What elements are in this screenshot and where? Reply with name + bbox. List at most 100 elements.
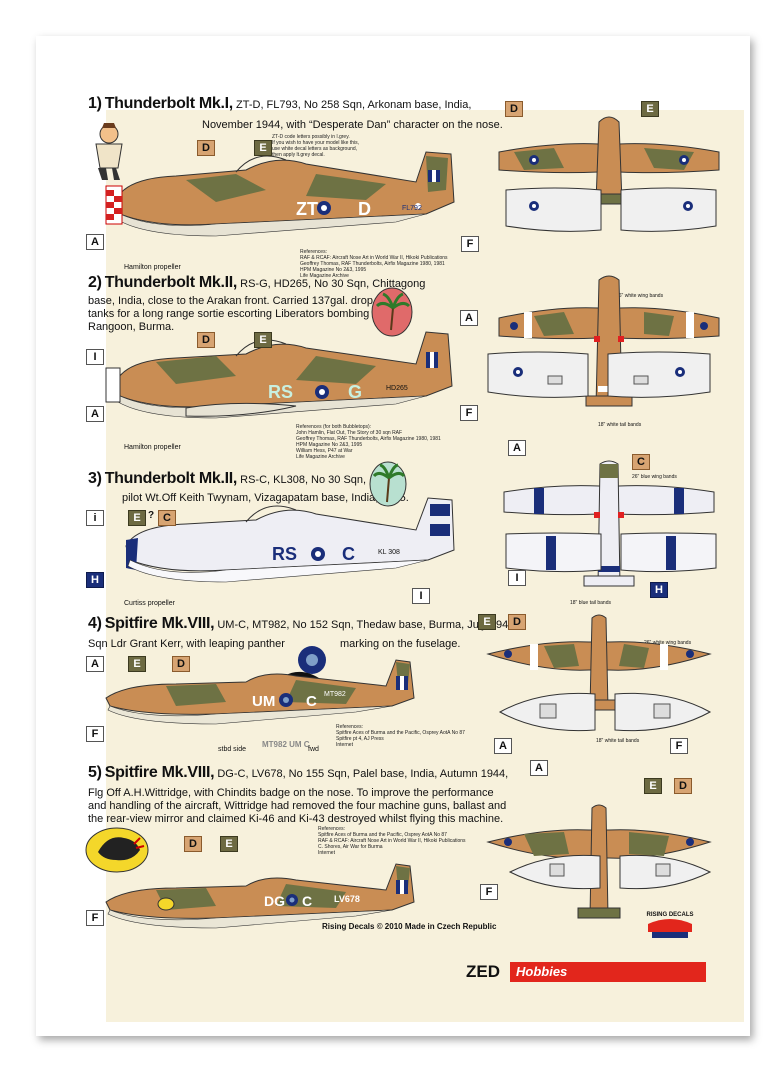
tag-e-s2: E <box>254 332 272 348</box>
section-4-name: Spitfire Mk.VIII, <box>104 615 215 632</box>
section-2-serial: HD265 <box>386 385 408 392</box>
tag-d-s1-top: D <box>505 101 523 117</box>
section-3-wing-bands: 26" blue wing bands <box>632 474 677 480</box>
tag-i-s3-under: I <box>508 570 526 586</box>
tag-d-s2: D <box>197 332 215 348</box>
section-4-serial: MT982 <box>324 691 346 698</box>
section-4-references: References: Spitfire Aces of Burma and t… <box>336 724 465 748</box>
section-2-line2: base, India, close to the Arakan front. … <box>88 295 373 307</box>
section-2-name: Thunderbolt Mk.II, <box>104 274 238 291</box>
section-5-codes: DG <box>264 893 285 909</box>
section-4-fwd: fwd <box>308 746 319 753</box>
section-4-stbd-side: stbd side <box>218 746 247 753</box>
section-2-references: References (for both Bubbletops): John H… <box>296 424 441 460</box>
section-5-line4: the rear-view mirror and claimed Ki-46 a… <box>88 813 504 825</box>
tag-question-s3: ? <box>148 510 155 521</box>
tag-e-s1: E <box>254 140 272 156</box>
tag-a-s5: A <box>530 760 548 776</box>
section-2-line1: RS-G, HD265, No 30 Sqn, Chittagong <box>240 278 426 290</box>
tag-a-s2-tail: A <box>460 310 478 326</box>
section-1-underside-view <box>505 187 717 232</box>
tag-h-s3-under: H <box>650 582 668 598</box>
tag-a-s2-under: A <box>508 440 526 456</box>
tag-h-s3: H <box>86 572 104 588</box>
tag-a-s2: A <box>86 406 104 422</box>
tag-e-s4: E <box>128 656 146 672</box>
section-2-number: 2) <box>88 274 102 291</box>
tag-i-s3: I <box>412 588 430 604</box>
tag-d-s4: D <box>172 656 190 672</box>
section-3-name: Thunderbolt Mk.II, <box>104 470 238 487</box>
section-2-line4: Rangoon, Burma. <box>88 321 175 333</box>
tag-f-s2: F <box>460 405 478 421</box>
tag-f-s5: F <box>86 910 104 926</box>
section-5-line2: Flg Off A.H.Wittridge, with Chindits bad… <box>88 787 494 799</box>
section-4-tail-bands: 18" white tail bands <box>596 738 640 744</box>
section-4-line2: Sqn Ldr Grant Kerr, with leaping panther <box>88 638 285 650</box>
section-1-side-view: ZT D FL792 <box>105 151 455 237</box>
section-4-stbd-codes: MT982 UM C <box>262 740 310 749</box>
zed-logo: ZED <box>466 962 500 981</box>
section-1-line1: ZT-D, FL793, No 258 Sqn, Arkonam base, I… <box>236 99 472 111</box>
tag-d-s4-top: D <box>508 614 526 630</box>
section-5-name: Spitfire Mk.VIII, <box>104 764 215 781</box>
section-2-code-letter: G <box>348 382 362 402</box>
hobbies-logo: Hobbies <box>516 964 568 979</box>
tag-d-s5: D <box>184 836 202 852</box>
section-5-references: References: Spitfire Aces of Burma and t… <box>318 826 466 856</box>
section-3-line2: pilot Wt.Off Keith Twynam, Vizagapatam b… <box>122 492 409 504</box>
section-1-codes: ZT <box>296 199 318 219</box>
section-3-code-letter: C <box>342 544 355 564</box>
section-3-propeller: Curtiss propeller <box>124 600 175 607</box>
section-3-side-view: RS C KL 308 <box>125 497 455 583</box>
tag-f-s4: F <box>86 726 104 742</box>
section-4-side-view: UM C MT982 <box>105 659 415 725</box>
section-2-underside-view <box>487 351 711 398</box>
section-1-propeller: Hamilton propeller <box>124 264 181 271</box>
section-1-line2: November 1944, with “Desperate Dan” char… <box>202 119 503 131</box>
section-1-code-letter: D <box>358 199 371 219</box>
section-2-tail-bands: 18" white tail bands <box>598 422 642 428</box>
section-4-line2b: marking on the fuselage. <box>340 638 461 650</box>
tag-f-s1: F <box>461 236 479 252</box>
copyright-line: Rising Decals © 2010 Made in Czech Repub… <box>322 922 497 931</box>
zed-hobbies-brand: ZED Hobbies <box>466 962 706 982</box>
section-5-code-letter: C <box>302 893 312 909</box>
section-1-name: Thunderbolt Mk.I, <box>104 95 234 112</box>
palm-tree-badge-s3 <box>369 461 407 507</box>
section-1-title: 1) Thunderbolt Mk.I, ZT-D, FL793, No 258… <box>88 95 472 112</box>
tag-d-s5-top: D <box>674 778 692 794</box>
section-3-number: 3) <box>88 470 102 487</box>
section-4-wing-bands: 26" white wing bands <box>644 640 692 646</box>
brand-bar: Hobbies <box>510 962 706 982</box>
section-4-top-view <box>486 614 712 711</box>
section-2-line3: tanks for a long range sortie escorting … <box>88 308 370 320</box>
section-5-number: 5) <box>88 764 102 781</box>
rising-logo-text: RISING DECALS <box>646 912 693 918</box>
section-4-title: 4) Spitfire Mk.VIII, UM-C, MT982, No 152… <box>88 615 518 632</box>
section-5-underside-view <box>508 854 712 890</box>
section-3-codes: RS <box>272 544 297 564</box>
tag-e-s4-top: E <box>478 614 496 630</box>
section-4-underside-view <box>498 692 712 732</box>
section-4-codes: UM <box>252 693 275 710</box>
section-2-side-view: RS G HD265 <box>105 331 453 419</box>
tag-a-s4-under: A <box>494 738 512 754</box>
section-1-references: References: RAF & RCAF: Aircraft Nose Ar… <box>300 249 448 279</box>
section-3-line1: RS-C, KL308, No 30 Sqn, <box>240 474 367 486</box>
tag-a-s4: A <box>86 656 104 672</box>
section-3-underside-view <box>505 532 717 573</box>
tag-d-s1: D <box>197 140 215 156</box>
rising-decals-logo: RISING DECALS <box>638 906 702 940</box>
section-5-line1: DG-C, LV678, No 155 Sqn, Palel base, Ind… <box>217 768 509 780</box>
section-3-tail-bands: 18" blue tail bands <box>570 600 611 606</box>
section-5-side-view: DG C LV678 <box>105 863 415 929</box>
tag-f-s4-under: F <box>670 738 688 754</box>
tag-f-s5-under: F <box>480 884 498 900</box>
section-4-code-letter: C <box>306 693 317 710</box>
desperate-dan-artwork <box>95 123 123 180</box>
section-4-line1: UM-C, MT982, No 152 Sqn, Thedaw base, Bu… <box>217 619 518 631</box>
tag-c-s3: C <box>158 510 176 526</box>
tag-i-s2: I <box>86 349 104 365</box>
section-2-wing-bands: 26" white wing bands <box>616 293 664 299</box>
